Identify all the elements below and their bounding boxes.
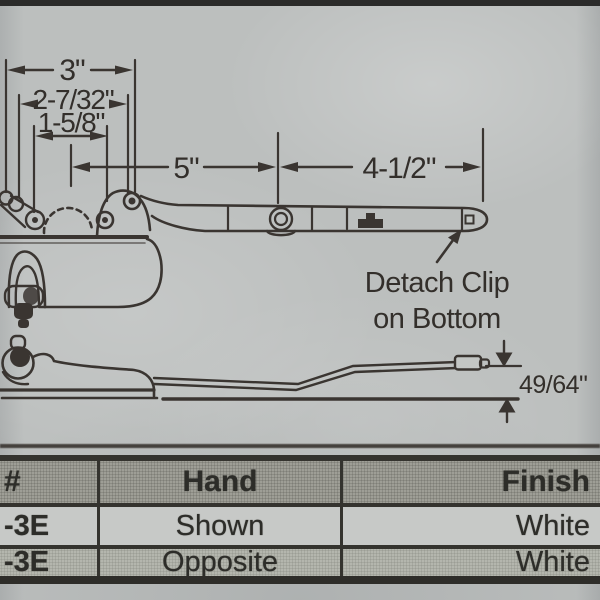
arm-side-bottom-edge xyxy=(152,366,459,392)
dimension-1-5-8in-label: 1-5/8" xyxy=(38,107,105,138)
arm-end-cap xyxy=(453,354,483,371)
dimension-5in: 5" xyxy=(72,152,276,185)
header-hand: Hand xyxy=(100,461,343,503)
dimension-3in: 3" xyxy=(7,54,133,87)
arrow-left-icon xyxy=(35,131,53,141)
callout-arrow-icon xyxy=(448,229,462,244)
housing-outline xyxy=(38,237,163,309)
detach-clip xyxy=(464,214,475,225)
arm-slider-stud xyxy=(358,213,383,228)
dimension-49-64in-label: 49/64" xyxy=(519,371,587,399)
left-linkage xyxy=(0,190,46,231)
arrow-right-icon xyxy=(463,162,481,172)
dimension-3in-label: 3" xyxy=(59,54,85,87)
arrow-left-icon xyxy=(7,65,25,75)
page-top-edge-band xyxy=(0,0,600,6)
operator-top-view xyxy=(0,189,489,328)
arrow-down-icon xyxy=(495,352,513,367)
crank-stud xyxy=(14,303,33,319)
dimension-2-7-32in-label: 2-7/32" xyxy=(33,84,114,115)
cell-part-number: -3E xyxy=(0,507,100,545)
header-finish: Finish xyxy=(501,465,590,498)
arrow-right-icon xyxy=(109,99,127,109)
right-linkage xyxy=(95,189,152,238)
operator-side-view xyxy=(0,334,520,401)
arrow-left-icon xyxy=(72,162,90,172)
arm-end-tip xyxy=(478,358,491,369)
section-divider-line xyxy=(0,444,600,448)
table-row: -3E Shown White xyxy=(0,507,600,549)
cell-part-number: -3E xyxy=(0,549,100,576)
cell-finish: White xyxy=(515,549,590,576)
extension-lines xyxy=(4,58,485,214)
dimension-5in-label: 5" xyxy=(173,152,199,185)
table-header-row: # Hand Finish xyxy=(0,461,600,507)
arrow-left-icon xyxy=(20,99,38,109)
cell-hand: Opposite xyxy=(100,549,343,576)
arrow-right-icon xyxy=(115,65,133,75)
header-part-number: # xyxy=(0,461,100,503)
arrow-right-icon xyxy=(90,131,108,141)
cell-hand: Shown xyxy=(100,507,343,545)
dimension-4-1-2in-label: 4-1/2" xyxy=(362,152,435,185)
table-row: -3E Opposite White xyxy=(0,549,600,584)
crank-hub-inner-arch xyxy=(14,265,41,309)
dimension-2-7-32in: 2-7/32" xyxy=(20,84,127,115)
arm-pivot-hole xyxy=(268,206,294,232)
casement-operator-diagram: 3" 2-7/32" 1-5/8" 5" xyxy=(0,54,588,424)
arrow-right-icon xyxy=(258,162,276,172)
detach-clip-label-line2: on Bottom xyxy=(373,303,501,335)
cell-finish: White xyxy=(515,509,590,542)
housing-side-profile xyxy=(31,352,156,398)
detach-clip-label-line1: Detach Clip xyxy=(365,267,509,299)
arm-side-top-edge xyxy=(152,360,459,386)
operator-arm xyxy=(139,194,489,233)
dimension-49-64in: 49/64" xyxy=(484,339,588,424)
gear-sector-arc xyxy=(42,206,94,235)
arrow-left-icon xyxy=(280,162,298,172)
crank-hub-outer-arch xyxy=(7,250,47,309)
arrow-up-icon xyxy=(498,398,516,413)
detach-clip-callout: Detach Clip on Bottom xyxy=(365,229,510,335)
dimension-4-1-2in: 4-1/2" xyxy=(280,152,481,185)
parts-table: # Hand Finish -3E Shown White -3E Opposi… xyxy=(0,455,600,600)
dimension-1-5-8in: 1-5/8" xyxy=(35,107,108,141)
